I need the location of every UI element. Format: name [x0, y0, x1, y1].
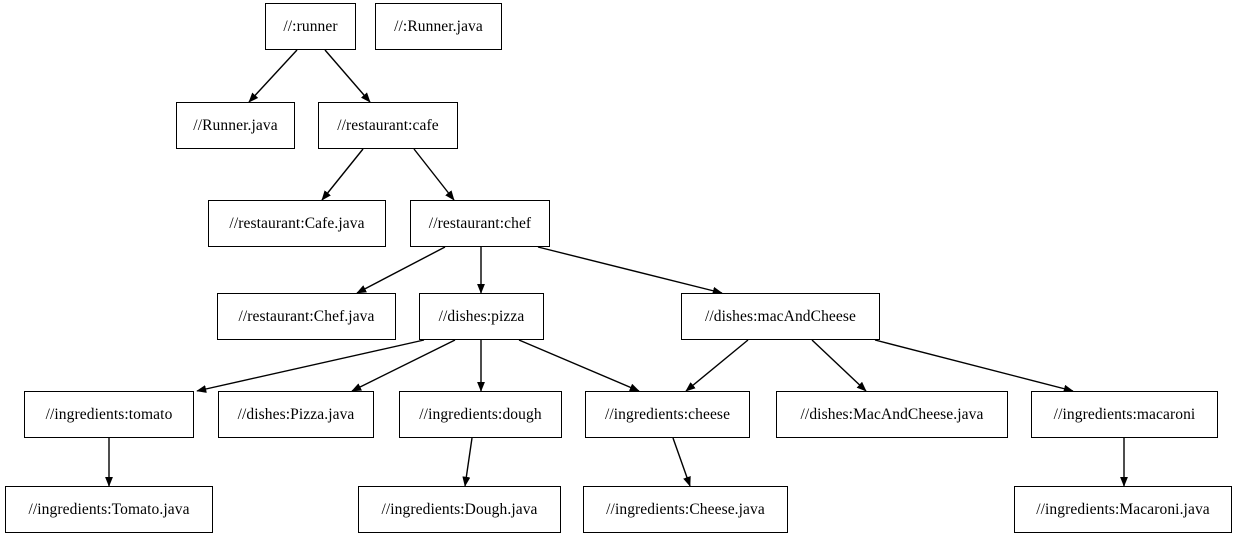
graph-node-restaurant_chef_java[interactable]: //restaurant:Chef.java — [217, 293, 396, 340]
node-label: //dishes:MacAndCheese.java — [800, 405, 984, 423]
graph-node-restaurant_chef[interactable]: //restaurant:chef — [410, 200, 550, 247]
node-label: //dishes:macAndCheese — [704, 307, 857, 325]
graph-node-restaurant_cafe_java[interactable]: //restaurant:Cafe.java — [208, 200, 386, 247]
node-label: //restaurant:chef — [428, 214, 532, 232]
graph-node-dishes_pizza_java[interactable]: //dishes:Pizza.java — [218, 391, 374, 438]
graph-node-runner[interactable]: //:runner — [265, 3, 356, 50]
graph-node-ing_cheese_java[interactable]: //ingredients:Cheese.java — [583, 486, 788, 533]
graph-node-ing_tomato_java[interactable]: //ingredients:Tomato.java — [5, 486, 213, 533]
graph-node-dishes_pizza[interactable]: //dishes:pizza — [419, 293, 544, 340]
graph-node-ing_tomato[interactable]: //ingredients:tomato — [24, 391, 194, 438]
node-label: //ingredients:tomato — [45, 405, 173, 423]
node-label: //:Runner.java — [394, 17, 483, 35]
node-label: //ingredients:Macaroni.java — [1036, 500, 1210, 518]
graph-node-ing_dough_java[interactable]: //ingredients:Dough.java — [358, 486, 561, 533]
node-label: //ingredients:Cheese.java — [606, 500, 765, 518]
graph-node-ing_cheese[interactable]: //ingredients:cheese — [585, 391, 750, 438]
graph-node-runner_java_root[interactable]: //:Runner.java — [375, 3, 502, 50]
node-label: //ingredients:macaroni — [1053, 405, 1196, 423]
node-label: //restaurant:cafe — [337, 116, 439, 134]
node-label: //restaurant:Cafe.java — [229, 214, 365, 232]
node-label: //Runner.java — [193, 116, 278, 134]
node-label: //dishes:Pizza.java — [237, 405, 355, 423]
graph-node-ing_macaroni[interactable]: //ingredients:macaroni — [1031, 391, 1218, 438]
graph-node-restaurant_cafe[interactable]: //restaurant:cafe — [318, 102, 458, 149]
graph-node-dishes_mac_java[interactable]: //dishes:MacAndCheese.java — [776, 391, 1008, 438]
node-label: //ingredients:Dough.java — [381, 500, 538, 518]
node-label: //ingredients:dough — [419, 405, 542, 423]
graph-node-ing_macaroni_java[interactable]: //ingredients:Macaroni.java — [1014, 486, 1232, 533]
node-label: //ingredients:cheese — [604, 405, 731, 423]
node-label: //restaurant:Chef.java — [238, 307, 375, 325]
graph-node-runner_java[interactable]: //Runner.java — [176, 102, 295, 149]
node-label: //dishes:pizza — [438, 307, 525, 325]
graph-node-dishes_macandcheese[interactable]: //dishes:macAndCheese — [681, 293, 880, 340]
node-label: //ingredients:Tomato.java — [28, 500, 190, 518]
node-label: //:runner — [283, 17, 338, 35]
graph-node-ing_dough[interactable]: //ingredients:dough — [399, 391, 562, 438]
